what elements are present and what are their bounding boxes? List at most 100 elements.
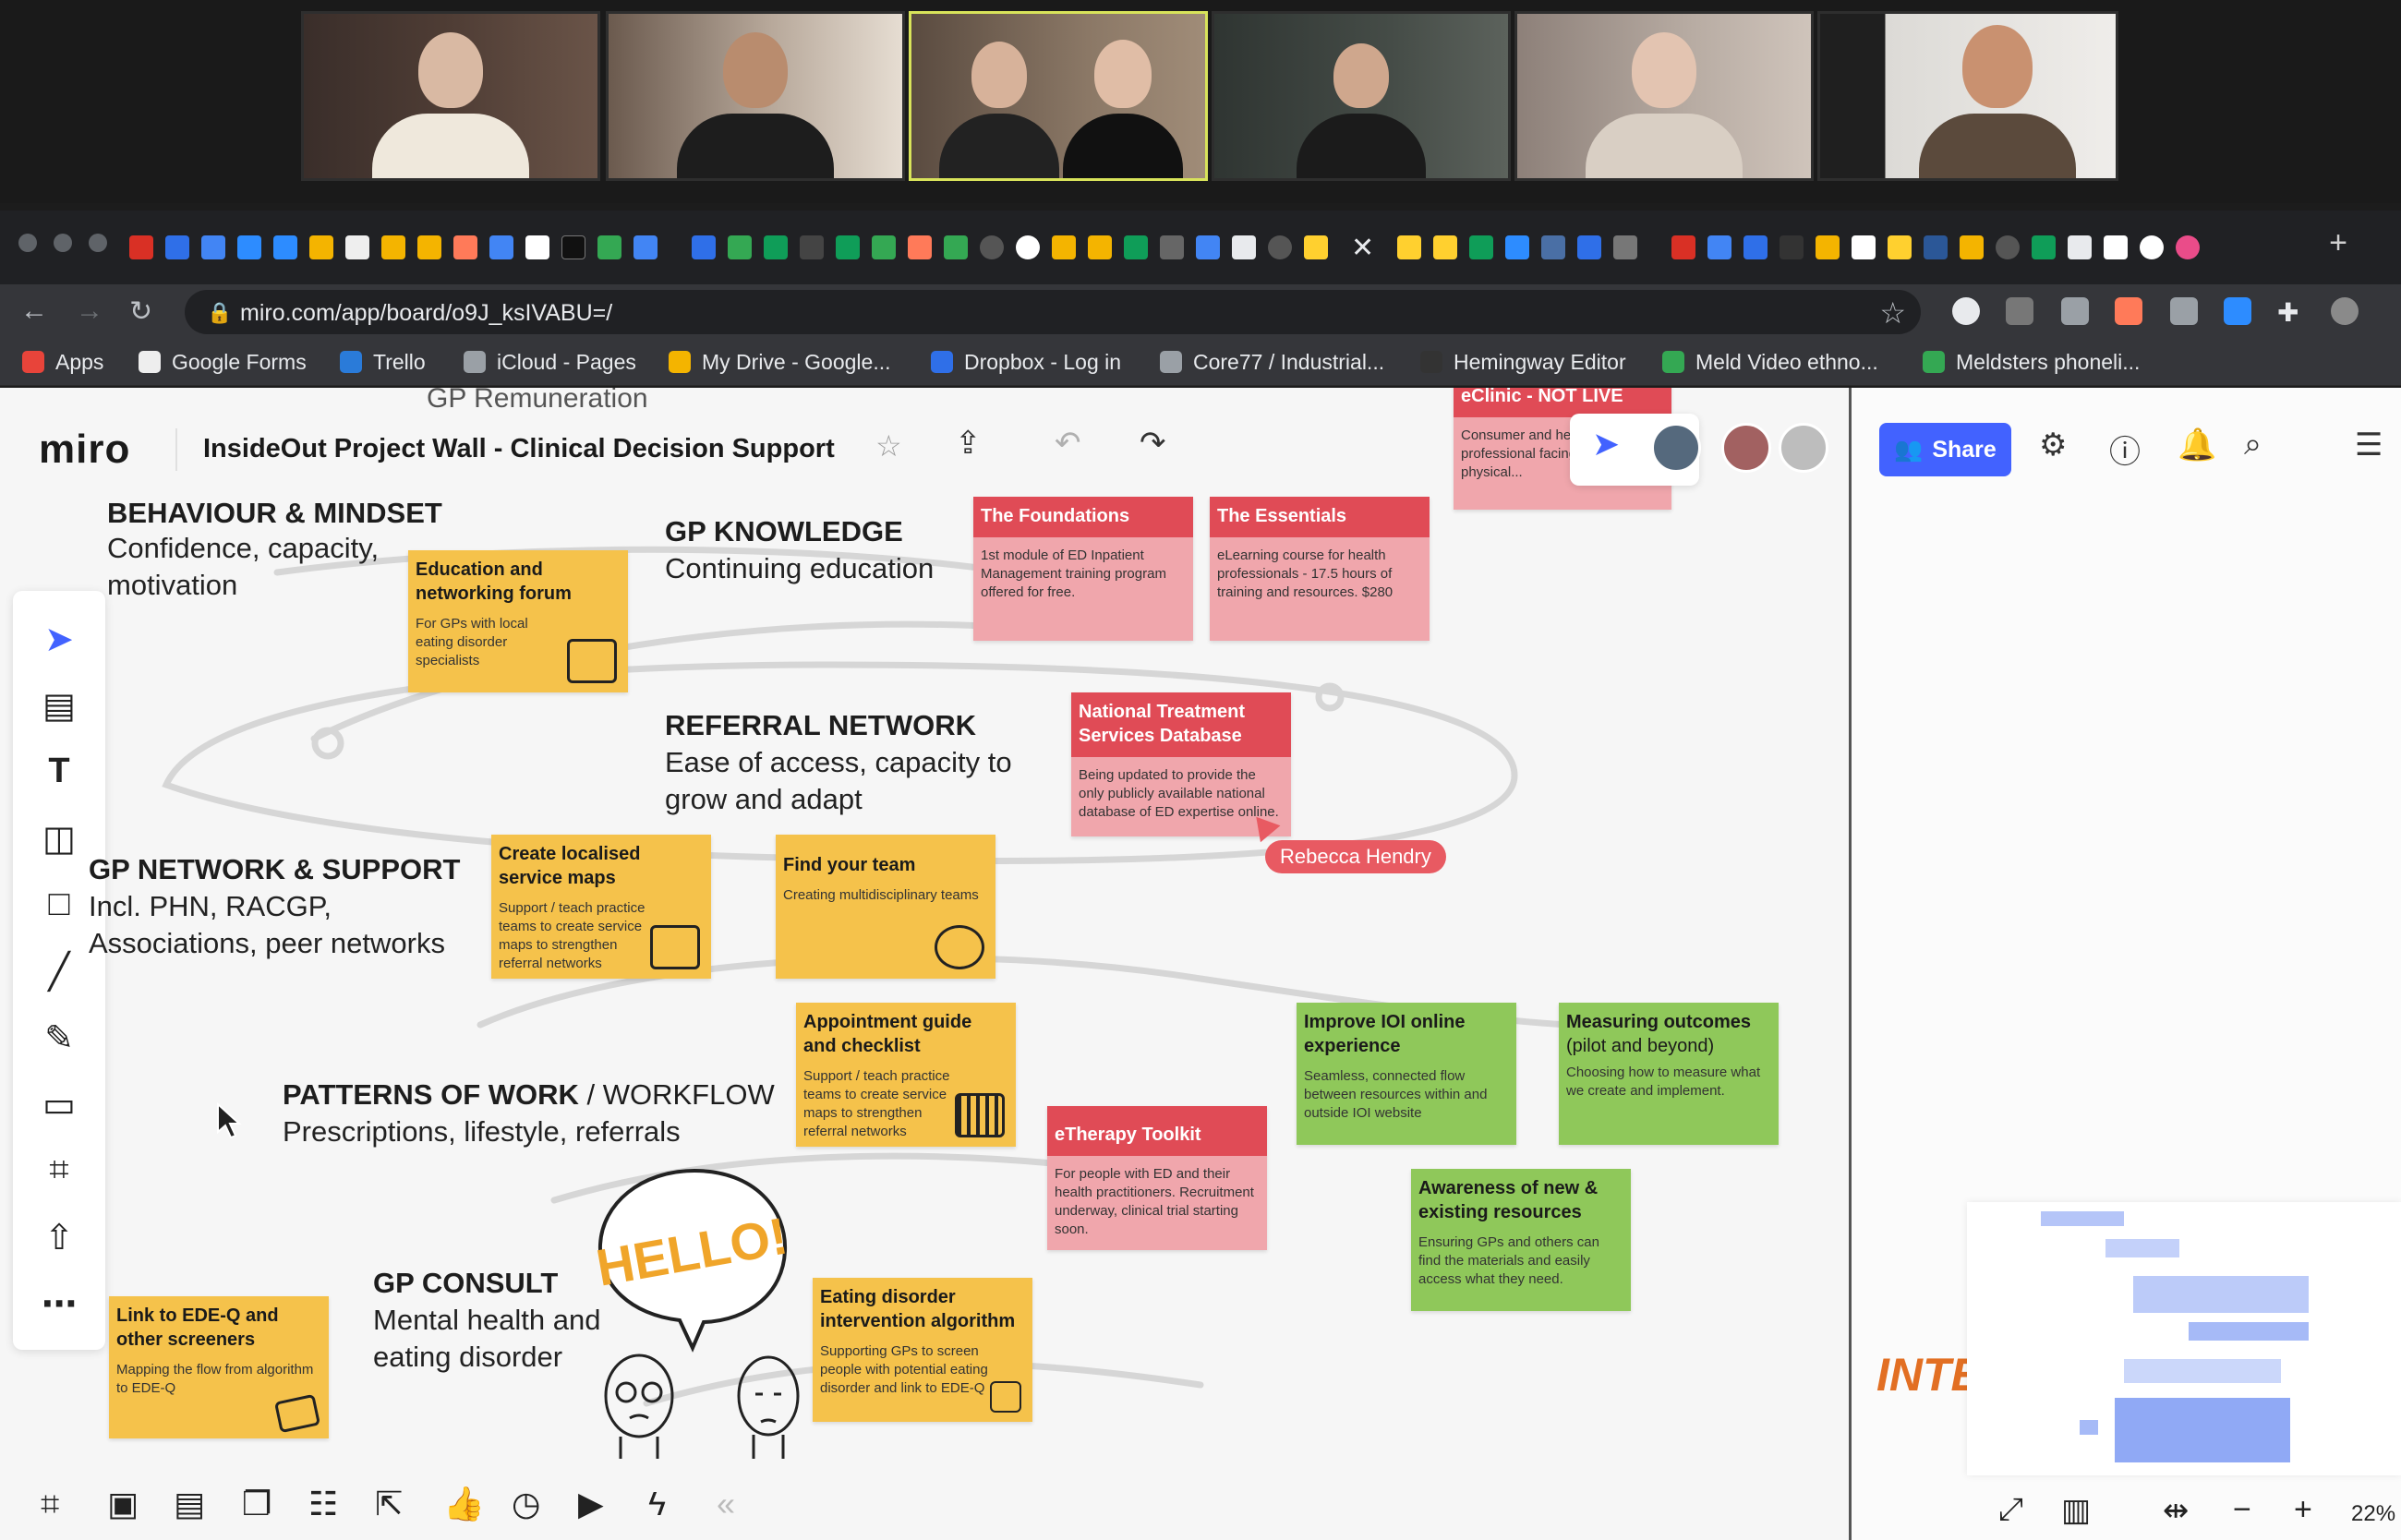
bookmark-trello[interactable]: Trello [340, 348, 426, 376]
miro-board-canvas[interactable]: miro GP Remuneration InsideOut Project W… [0, 388, 2401, 1540]
back-icon[interactable]: ← [20, 295, 48, 326]
cards-icon[interactable]: ❐ [242, 1485, 272, 1522]
hubspot-tab-icon[interactable] [453, 235, 477, 259]
docs-tab-icon[interactable] [633, 235, 658, 259]
zoom-extension-icon[interactable] [2224, 297, 2251, 325]
board-title[interactable]: InsideOut Project Wall - Clinical Decisi… [203, 434, 835, 463]
site-tab-icon[interactable] [1541, 235, 1566, 259]
zoom-tab-icon[interactable] [273, 235, 297, 259]
sheets-tab-icon[interactable] [597, 235, 621, 259]
timer-icon[interactable]: ◷ [512, 1485, 541, 1522]
window-minimize-icon[interactable] [54, 234, 72, 252]
camera-extension-icon[interactable] [2170, 297, 2198, 325]
site-tab-icon[interactable] [2176, 235, 2201, 259]
collaborator-avatar[interactable] [1721, 423, 1771, 473]
redo-icon[interactable]: ↷ [1140, 426, 1166, 461]
new-tab-icon[interactable]: + [2329, 225, 2347, 260]
drive-extension-icon[interactable] [2061, 297, 2089, 325]
drive-tab-icon[interactable] [764, 235, 788, 259]
fullscreen-icon[interactable]: ⤢ [1998, 1492, 2024, 1527]
bookmark-core77[interactable]: Core77 / Industrial... [1160, 348, 1384, 376]
bookmark-dropbox[interactable]: Dropbox - Log in [931, 348, 1121, 376]
sticky-measuring-outcomes[interactable]: Measuring outcomes (pilot and beyond) Ch… [1559, 1003, 1779, 1145]
puzzle-extensions-icon[interactable]: ✚ [2277, 298, 2299, 327]
sticky-education-forum[interactable]: Education and networking forum For GPs w… [408, 550, 628, 692]
lightning-icon[interactable]: ϟ [648, 1485, 667, 1522]
slides-tab-icon[interactable] [1816, 235, 1840, 259]
dropbox-tab-icon[interactable] [1743, 235, 1768, 259]
share-screen-icon[interactable]: ⇱ [375, 1485, 404, 1522]
bookmark-my-drive[interactable]: My Drive - Google... [669, 348, 891, 376]
text-tool-icon[interactable]: T [48, 752, 70, 790]
calendar-tab-icon[interactable] [201, 235, 225, 259]
sticky-improve-ioi[interactable]: Improve IOI online experience Seamless, … [1297, 1003, 1516, 1145]
site-tab-icon[interactable] [1707, 235, 1732, 259]
comment-tool-icon[interactable]: ▭ [42, 1086, 76, 1125]
video-tile[interactable] [1817, 11, 2118, 181]
collapse-toolbar-icon[interactable]: « [717, 1485, 736, 1522]
map-toggle-icon[interactable]: ▥ [2061, 1493, 2092, 1528]
bookmark-hemingway[interactable]: Hemingway Editor [1420, 348, 1626, 376]
globe-tab-icon[interactable] [980, 235, 1004, 259]
search-icon[interactable]: ⌕ [2244, 427, 2262, 462]
epic-tab-icon[interactable] [800, 235, 824, 259]
site-tab-icon[interactable] [1888, 235, 1912, 259]
sticky-ede-q-link[interactable]: Link to EDE-Q and other screeners Mappin… [109, 1296, 329, 1438]
slides-tab-icon[interactable] [417, 235, 441, 259]
bookmark-meld-video[interactable]: Meld Video ethno... [1662, 348, 1878, 376]
video-tile[interactable] [606, 11, 905, 181]
sticky-the-foundations[interactable]: The Foundations 1st module of ED Inpatie… [973, 497, 1193, 641]
extension-icon[interactable] [2006, 297, 2033, 325]
globe-tab-icon[interactable] [1996, 235, 2021, 259]
site-tab-icon[interactable] [1671, 235, 1696, 259]
site-tab-icon[interactable] [1613, 235, 1638, 259]
shape-tool-icon[interactable]: □ [48, 884, 70, 923]
dropbox-tab-icon[interactable] [692, 235, 716, 259]
sticky-service-maps[interactable]: Create localised service maps Support / … [491, 835, 711, 979]
amazon-tab-icon[interactable] [525, 235, 549, 259]
dropbox-tab-icon[interactable] [1577, 235, 1602, 259]
minimap[interactable] [1967, 1202, 2401, 1475]
slides-tab-icon[interactable] [1088, 235, 1112, 259]
upload-tool-icon[interactable]: ⇧ [44, 1219, 74, 1257]
settings-sliders-icon[interactable]: ⚙ [2039, 427, 2068, 463]
extension-icon[interactable] [1952, 297, 1980, 325]
sheets-tab-icon[interactable] [872, 235, 896, 259]
slides-tab-icon[interactable] [381, 235, 405, 259]
profile-avatar[interactable] [2331, 297, 2359, 325]
docs-tab-icon[interactable] [1196, 235, 1220, 259]
fit-to-screen-icon[interactable]: ⇹ [2163, 1493, 2190, 1528]
board-menu-icon[interactable]: ☰ [2355, 427, 2383, 463]
share-button[interactable]: 👥Share [1879, 423, 2011, 476]
sticky-appointment-guide[interactable]: Appointment guide and checklist Support … [796, 1003, 1016, 1147]
present-icon[interactable]: ▣ [107, 1485, 139, 1522]
miro-tab-icon[interactable] [1304, 235, 1328, 259]
bookmark-google-forms[interactable]: Google Forms [139, 348, 307, 376]
comments-icon[interactable]: ▤ [174, 1485, 206, 1522]
kanban-icon[interactable]: ☷ [308, 1485, 339, 1522]
video-tile[interactable] [1212, 11, 1511, 181]
collaborator-avatar[interactable] [1651, 423, 1701, 473]
bookmark-apps[interactable]: Apps [22, 348, 103, 376]
frame-tool-icon[interactable]: ⌗ [49, 1150, 69, 1189]
video-chat-icon[interactable]: ▶ [578, 1485, 604, 1522]
sticky-awareness-resources[interactable]: Awareness of new & existing resources En… [1411, 1169, 1631, 1311]
pen-tool-icon[interactable]: ✎ [44, 1019, 74, 1058]
zoom-tab-icon[interactable] [1505, 235, 1530, 259]
miro-tab-icon[interactable] [1397, 235, 1422, 259]
line-tool-icon[interactable]: ╱ [48, 953, 70, 992]
keep-tab-icon[interactable] [309, 235, 333, 259]
undo-icon[interactable]: ↶ [1055, 426, 1081, 461]
url-field[interactable]: 🔒 miro.com/app/board/o9J_ksIVABU=/ ☆ [185, 290, 1921, 334]
doc-tab-icon[interactable] [1232, 235, 1256, 259]
google-tab-icon[interactable] [2140, 235, 2165, 259]
miro-tab-icon[interactable] [1433, 235, 1458, 259]
site-tab-icon[interactable] [1780, 235, 1804, 259]
more-tools-icon[interactable]: ⋯ [42, 1285, 77, 1324]
window-zoom-icon[interactable] [89, 234, 107, 252]
docs-tab-icon[interactable] [489, 235, 513, 259]
select-tool-icon[interactable]: ➤ [44, 620, 74, 659]
collaborator-avatar[interactable] [1779, 423, 1828, 473]
more-tab-icon[interactable] [561, 235, 585, 259]
outlook-tab-icon[interactable] [1924, 235, 1949, 259]
